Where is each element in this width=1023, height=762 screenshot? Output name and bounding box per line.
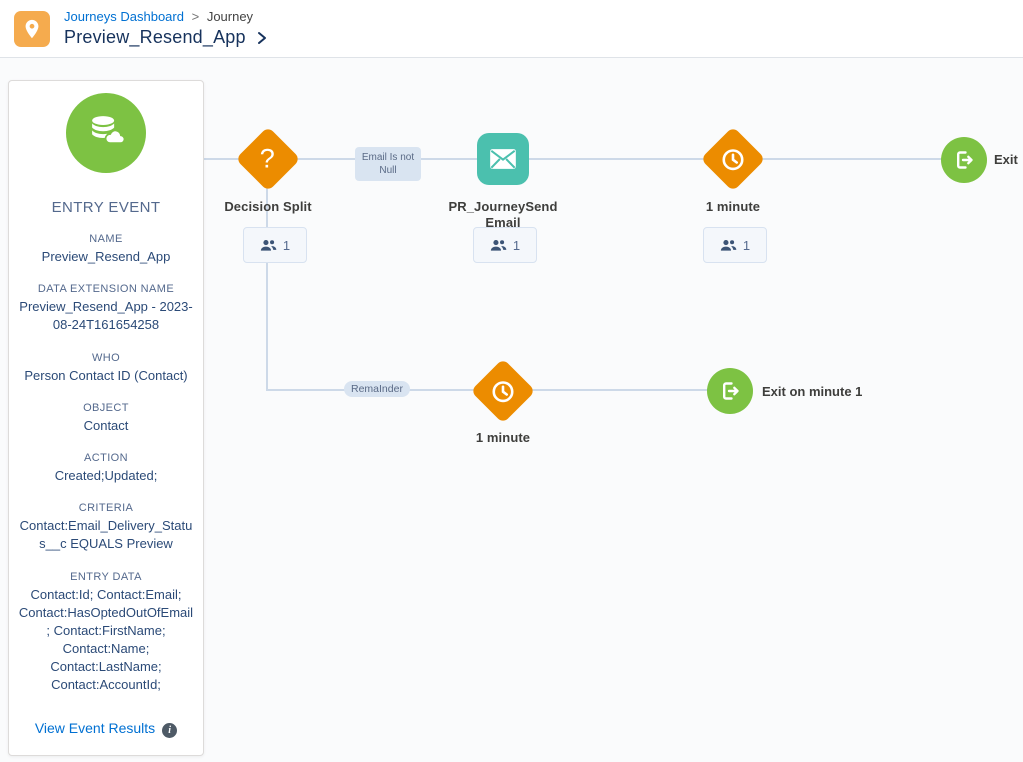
field-value: Created;Updated; bbox=[54, 467, 158, 483]
wait-top-label: 1 minute bbox=[705, 199, 761, 214]
exit-icon bbox=[957, 151, 973, 169]
data-extension-entry-icon[interactable] bbox=[66, 93, 146, 173]
contacts-icon bbox=[490, 239, 507, 251]
entry-event-panel: ENTRY EVENT NAME Preview_Resend_App DATA… bbox=[8, 80, 204, 756]
journey-canvas: ENTRY EVENT NAME Preview_Resend_App DATA… bbox=[0, 58, 1023, 762]
wait-node-top[interactable] bbox=[700, 126, 766, 192]
field-label: NAME bbox=[89, 233, 123, 245]
title-chevron-icon[interactable] bbox=[256, 31, 268, 45]
connector-remainder-vertical bbox=[266, 158, 268, 391]
path-label-remainder[interactable]: RemaInder bbox=[344, 381, 410, 397]
view-event-results-row: View Event Results i bbox=[18, 719, 194, 738]
field-value: Contact:Id; Contact:Email; Contact:HasOp… bbox=[18, 586, 194, 693]
contacts-icon bbox=[720, 239, 737, 251]
field-label: ENTRY DATA bbox=[70, 570, 142, 583]
field-data-extension-name: DATA EXTENSION NAME Preview_Resend_App -… bbox=[18, 283, 194, 334]
field-value: Contact bbox=[83, 417, 129, 433]
field-name: NAME Preview_Resend_App bbox=[18, 233, 194, 266]
clock-icon bbox=[490, 378, 517, 405]
path-label-email-is-not-null[interactable]: Email Is not Null bbox=[355, 147, 421, 181]
clock-icon bbox=[720, 146, 747, 173]
database-cloud-icon bbox=[92, 116, 126, 144]
field-label: OBJECT bbox=[83, 401, 129, 414]
field-label: CRITERIA bbox=[78, 502, 134, 515]
question-mark-icon: ? bbox=[260, 143, 276, 174]
exit-node-bottom[interactable] bbox=[707, 368, 753, 414]
info-icon[interactable]: i bbox=[162, 722, 178, 738]
breadcrumb-link-journeys-dashboard[interactable]: Journeys Dashboard bbox=[64, 8, 184, 24]
field-value: Preview_Resend_App bbox=[41, 249, 171, 264]
email-count-badge[interactable]: 1 bbox=[473, 227, 537, 263]
email-activity-label: PR_JourneySendEmail bbox=[448, 199, 558, 231]
email-activity-node[interactable] bbox=[477, 133, 529, 185]
field-label: WHO bbox=[91, 351, 121, 364]
contact-count: 1 bbox=[282, 237, 291, 253]
journey-pin-icon bbox=[14, 10, 50, 47]
contacts-icon bbox=[260, 239, 277, 251]
exit-bottom-label: Exit on minute 1 bbox=[762, 384, 863, 399]
contact-count: 1 bbox=[742, 237, 751, 253]
app-header: Journeys Dashboard > Journey Preview_Res… bbox=[0, 0, 1023, 58]
wait-top-count-badge[interactable]: 1 bbox=[703, 227, 767, 263]
view-event-results-link[interactable]: View Event Results bbox=[34, 720, 156, 737]
field-who: WHO Person Contact ID (Contact) bbox=[18, 352, 194, 385]
connector-main-horizontal bbox=[203, 158, 948, 160]
exit-top-label: Exit bbox=[994, 152, 1018, 167]
wait-node-bottom[interactable] bbox=[470, 358, 536, 424]
wait-bottom-label: 1 minute bbox=[475, 430, 531, 445]
decision-split-label: Decision Split bbox=[224, 199, 312, 214]
field-label: DATA EXTENSION NAME bbox=[37, 283, 175, 296]
breadcrumb-current: Journey bbox=[206, 8, 254, 24]
contact-count: 1 bbox=[512, 237, 521, 253]
decision-split-count-badge[interactable]: 1 bbox=[243, 227, 307, 263]
breadcrumb: Journeys Dashboard > Journey bbox=[64, 8, 268, 25]
exit-node-top[interactable] bbox=[941, 137, 987, 183]
field-criteria: CRITERIA Contact:Email_Delivery_Status__… bbox=[18, 502, 194, 553]
field-label: ACTION bbox=[84, 451, 128, 464]
location-pin-icon bbox=[25, 19, 39, 38]
field-value: Person Contact ID (Contact) bbox=[24, 367, 188, 383]
field-value: Contact:Email_Delivery_Status__c EQUALS … bbox=[19, 518, 193, 552]
entry-event-heading: ENTRY EVENT bbox=[51, 199, 161, 216]
decision-split-node[interactable]: ? bbox=[235, 126, 301, 192]
field-action: ACTION Created;Updated; bbox=[18, 452, 194, 485]
exit-icon bbox=[723, 382, 739, 400]
field-entry-data: ENTRY DATA Contact:Id; Contact:Email; Co… bbox=[18, 571, 194, 695]
field-object: OBJECT Contact bbox=[18, 402, 194, 435]
envelope-icon bbox=[490, 149, 516, 169]
field-value: Preview_Resend_App - 2023-08-24T16165425… bbox=[19, 299, 193, 333]
breadcrumb-separator: > bbox=[191, 8, 200, 24]
header-text: Journeys Dashboard > Journey Preview_Res… bbox=[64, 8, 268, 48]
page-title: Preview_Resend_App bbox=[64, 26, 246, 47]
